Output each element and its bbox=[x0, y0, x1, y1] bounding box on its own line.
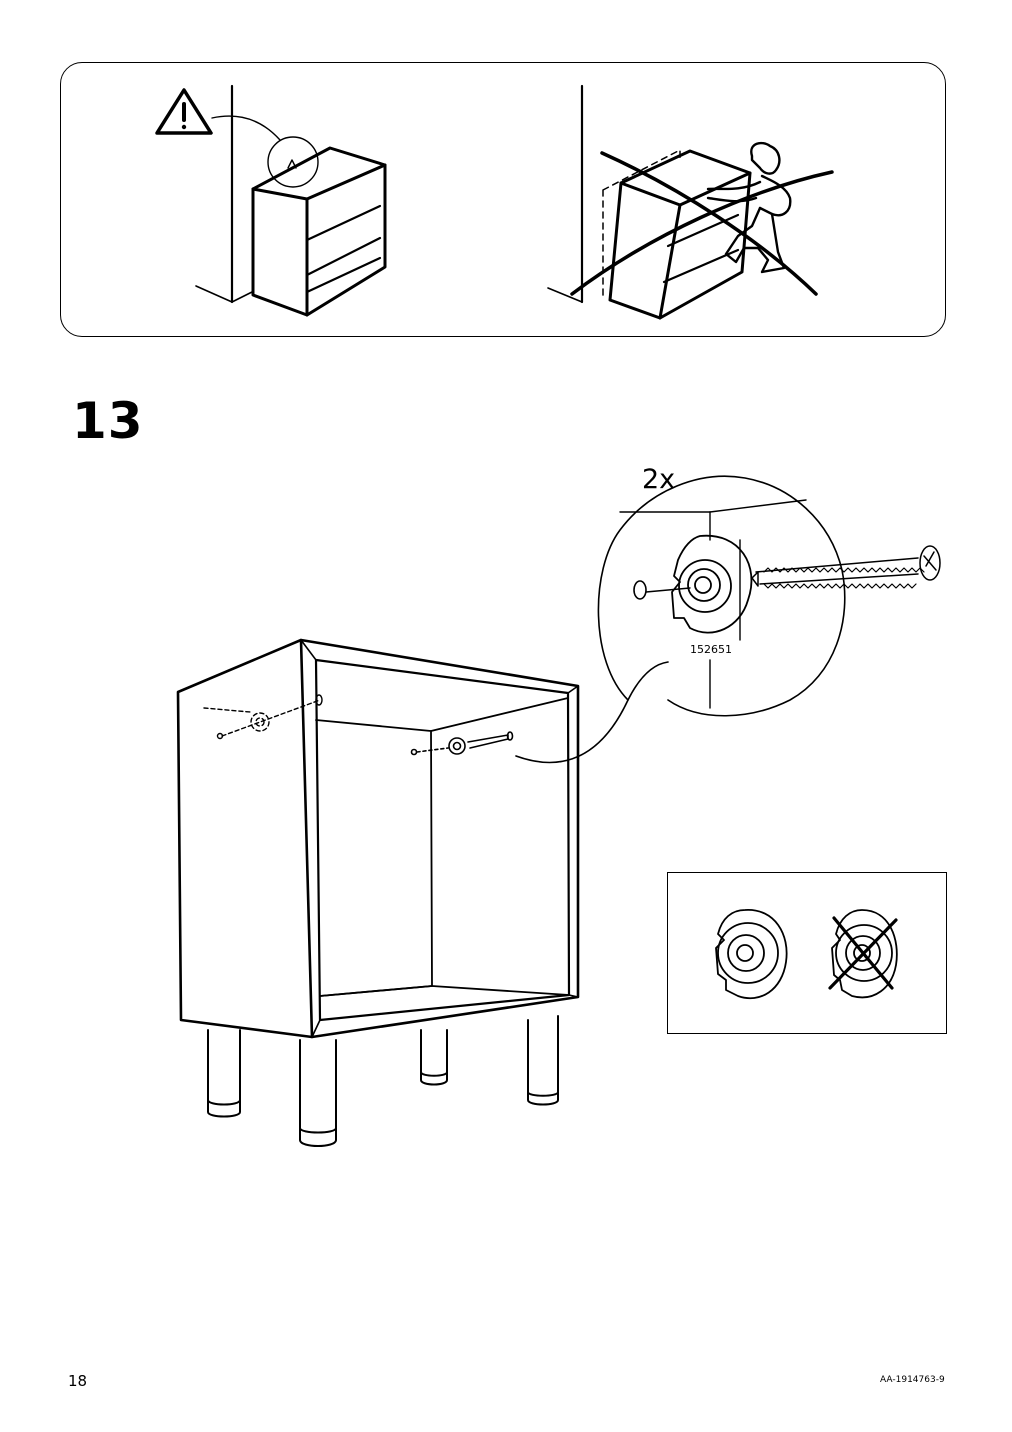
cam-lock-correct-icon bbox=[715, 909, 788, 1000]
warning-correct-illustration bbox=[155, 84, 387, 317]
step-number: 13 bbox=[72, 392, 144, 450]
prohibited-cross-icon bbox=[570, 151, 834, 296]
warning-panel bbox=[60, 62, 946, 337]
document-code: AA-1914763-9 bbox=[880, 1375, 945, 1385]
cabinet-legs bbox=[207, 1015, 559, 1147]
cam-lock-incorrect-icon bbox=[831, 909, 898, 999]
orientation-box bbox=[667, 872, 947, 1034]
page-number: 18 bbox=[68, 1372, 88, 1390]
cabinet-illustration bbox=[176, 638, 669, 1147]
screw-icon bbox=[410, 731, 514, 756]
warning-wrong-illustration bbox=[547, 84, 834, 320]
quantity-label: 2x bbox=[642, 464, 676, 495]
cam-lock-icon bbox=[671, 534, 753, 634]
zoom-callout bbox=[597, 475, 941, 717]
warning-icon bbox=[155, 88, 213, 135]
prohibited-cross-icon bbox=[828, 916, 898, 990]
cam-lock-orientation bbox=[715, 909, 898, 1000]
part-number: 152651 bbox=[690, 643, 732, 656]
